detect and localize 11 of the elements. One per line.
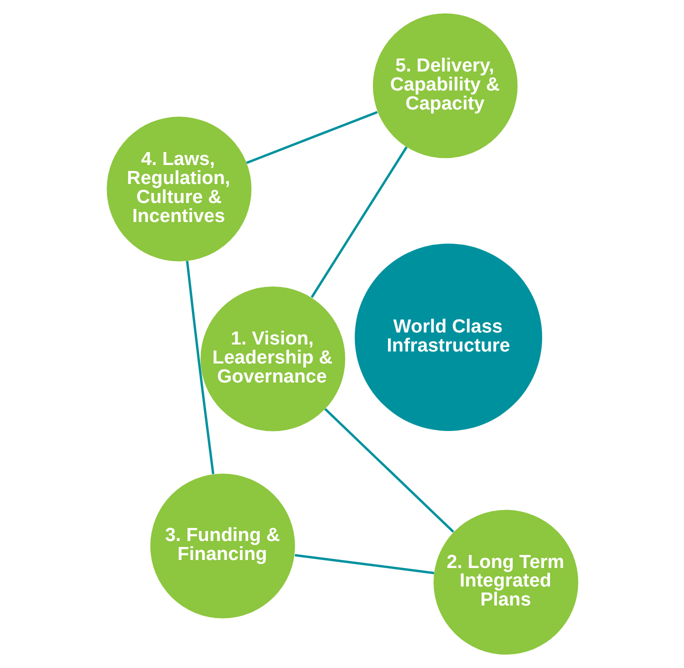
connector (324, 408, 454, 533)
connector (185, 260, 214, 474)
node-circle: 3. Funding & Financing (150, 474, 294, 618)
node-circle: 1. Vision, Leadership & Governance (200, 286, 345, 432)
connector (294, 554, 434, 574)
node-circle: 2. Long Term Integrated Plans (433, 510, 578, 655)
connector (246, 111, 378, 164)
node-circle: World Class Infrastructure (354, 244, 542, 431)
node-circle: 5. Delivery, Capability & Capacity (372, 13, 518, 158)
node-circle: 4. Laws, Regulation, Culture & Incentives (106, 116, 251, 262)
connector (310, 146, 408, 298)
